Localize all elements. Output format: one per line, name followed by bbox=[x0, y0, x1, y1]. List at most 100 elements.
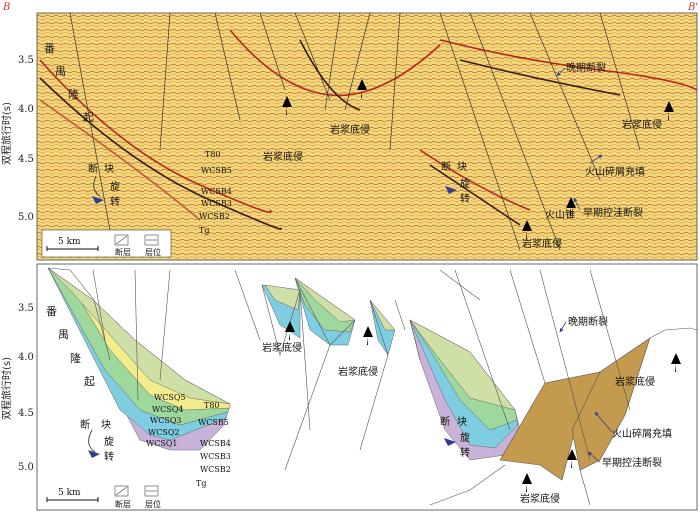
svg-text:块: 块 bbox=[104, 163, 114, 175]
volcanic-blocks bbox=[499, 337, 651, 481]
svg-text:起: 起 bbox=[83, 111, 94, 124]
svg-text:块: 块 bbox=[101, 419, 111, 431]
svg-text:岩浆底侵: 岩浆底侵 bbox=[330, 123, 370, 136]
svg-text:岩浆底侵: 岩浆底侵 bbox=[262, 341, 302, 354]
svg-text:火山碎屑充填: 火山碎屑充填 bbox=[612, 427, 672, 440]
rotation-arc-icon bbox=[93, 175, 101, 197]
svg-text:层位: 层位 bbox=[145, 499, 161, 509]
svg-text:断层: 断层 bbox=[115, 499, 131, 509]
svg-text:WCSQ2: WCSQ2 bbox=[148, 428, 179, 437]
top-panel: 3.5 4.0 4.5 5.0 双程旅行时(s) 番 禺 隆 起 T80 WCS… bbox=[0, 12, 698, 261]
svg-text:番: 番 bbox=[46, 305, 57, 318]
svg-text:断: 断 bbox=[88, 162, 98, 175]
bottom-side-label: 番 禺 隆 起 bbox=[46, 305, 95, 388]
svg-text:断: 断 bbox=[441, 160, 451, 173]
top-block-rotation-right: 断 块 旋 转 bbox=[441, 160, 470, 205]
svg-text:WCSQ1: WCSQ1 bbox=[146, 439, 177, 448]
up-arrow-icon bbox=[357, 79, 367, 98]
bottom-pointer-arrows bbox=[559, 321, 613, 463]
rotation-arrow-icon bbox=[445, 186, 457, 194]
svg-text:隆: 隆 bbox=[68, 87, 79, 101]
scale-bar-label: 5 km bbox=[58, 237, 81, 247]
svg-text:旋: 旋 bbox=[460, 431, 470, 444]
pointer-arrow-icon bbox=[573, 197, 581, 211]
bottom-magma-arrows bbox=[285, 321, 681, 492]
rotation-arc-icon bbox=[88, 429, 96, 453]
svg-text:断: 断 bbox=[440, 415, 450, 428]
svg-text:WCSQ3: WCSQ3 bbox=[150, 416, 181, 425]
right-basin bbox=[409, 319, 521, 461]
top-magma-labels: 岩浆底侵 岩浆底侵 岩浆底侵 岩浆底侵 晚期断裂 火山碎屑充填 火山锥 早期控洼… bbox=[263, 61, 662, 250]
scale-bar-label: 5 km bbox=[58, 488, 81, 498]
top-pointer-arrows bbox=[556, 67, 603, 211]
top-horizon-labels: T80 WCSB5 WCSB4 WCSB3 WCSB2 Tg bbox=[199, 150, 232, 235]
svg-text:Tg: Tg bbox=[196, 479, 206, 488]
seismic-section bbox=[36, 12, 698, 261]
rotation-arrow-icon bbox=[444, 438, 456, 446]
top-y-ticks: 3.5 4.0 4.5 5.0 bbox=[18, 55, 34, 223]
corner-label-left: B bbox=[2, 2, 10, 13]
svg-text:T80: T80 bbox=[204, 401, 220, 410]
svg-text:岩浆底侵: 岩浆底侵 bbox=[622, 118, 662, 131]
top-block-rotation-left: 断 块 旋 转 bbox=[88, 162, 120, 208]
bottom-text-labels: 岩浆底侵 岩浆底侵 岩浆底侵 岩浆底侵 晚期断裂 火山碎屑充填 早期控洼断裂 bbox=[262, 315, 672, 505]
svg-text:WCSQ4: WCSQ4 bbox=[152, 405, 183, 414]
svg-text:转: 转 bbox=[110, 195, 120, 208]
svg-text:早期控洼断裂: 早期控洼断裂 bbox=[583, 206, 643, 219]
bottom-faults bbox=[47, 267, 698, 506]
up-arrow-icon bbox=[522, 220, 532, 239]
svg-text:隆: 隆 bbox=[70, 351, 81, 365]
svg-text:岩浆底侵: 岩浆底侵 bbox=[338, 365, 378, 378]
svg-text:WCSB5: WCSB5 bbox=[198, 418, 229, 427]
bottom-panel: 3.5 4.0 4.5 5.0 双程旅行时(s) bbox=[0, 263, 698, 511]
svg-text:WCSQ5: WCSQ5 bbox=[154, 393, 185, 402]
seismic-reflectors bbox=[39, 29, 698, 230]
corner-label-right: B' bbox=[687, 2, 698, 13]
seismic-faults bbox=[69, 12, 641, 251]
bottom-block-rotation-right: 断 块 旋 转 bbox=[440, 415, 470, 459]
svg-text:WCSB4: WCSB4 bbox=[201, 187, 232, 196]
svg-text:4.5: 4.5 bbox=[18, 408, 34, 419]
up-arrow-icon bbox=[566, 197, 576, 216]
svg-text:旋: 旋 bbox=[110, 180, 120, 193]
bottom-y-axis-label: 双程旅行时(s) bbox=[0, 357, 13, 420]
svg-text:块: 块 bbox=[457, 416, 467, 428]
sequence-labels: WCSQ5 WCSQ4 WCSQ3 WCSQ2 WCSQ1 bbox=[146, 393, 185, 448]
bottom-block-rotation-left: 断 块 旋 转 bbox=[80, 418, 114, 463]
svg-text:WCSB4: WCSB4 bbox=[200, 439, 231, 448]
svg-text:5.0: 5.0 bbox=[18, 462, 34, 473]
up-arrow-icon bbox=[522, 473, 532, 492]
svg-text:旋: 旋 bbox=[104, 435, 114, 448]
tick-label: 5.0 bbox=[18, 212, 34, 223]
svg-text:3.5: 3.5 bbox=[18, 303, 34, 314]
up-arrow-icon bbox=[282, 96, 292, 115]
pointer-arrow-icon bbox=[556, 67, 566, 77]
svg-text:岩浆底侵: 岩浆底侵 bbox=[522, 237, 562, 250]
tick-label: 3.5 bbox=[18, 55, 34, 66]
svg-text:岩浆底侵: 岩浆底侵 bbox=[520, 492, 560, 505]
top-side-label: 番 禺 隆 起 bbox=[44, 42, 94, 124]
bottom-legend: 5 km 断层 层位 bbox=[46, 485, 161, 509]
up-arrow-icon bbox=[285, 321, 295, 340]
rotation-arrow-icon bbox=[92, 196, 104, 204]
svg-text:转: 转 bbox=[460, 192, 470, 205]
svg-text:早期控洼断裂: 早期控洼断裂 bbox=[602, 456, 662, 469]
svg-text:岩浆底侵: 岩浆底侵 bbox=[615, 375, 655, 388]
svg-text:岩浆底侵: 岩浆底侵 bbox=[263, 150, 303, 163]
middle-wedges bbox=[261, 277, 396, 356]
svg-text:Tg: Tg bbox=[199, 226, 209, 235]
up-arrow-icon bbox=[567, 449, 577, 468]
bottom-y-ticks: 3.5 4.0 4.5 5.0 bbox=[18, 303, 34, 473]
rotation-arrow-icon bbox=[88, 450, 100, 458]
svg-text:WCSB2: WCSB2 bbox=[199, 212, 230, 221]
pointer-arrow-icon bbox=[587, 451, 601, 463]
top-y-axis-label: 双程旅行时(s) bbox=[0, 102, 13, 165]
svg-text:禺: 禺 bbox=[58, 328, 69, 341]
svg-text:断层: 断层 bbox=[115, 247, 131, 257]
up-arrow-icon bbox=[671, 353, 681, 372]
top-legend: 5 km 断层 层位 bbox=[41, 229, 172, 258]
bottom-horizon-labels: T80 WCSB5 WCSB4 WCSB3 WCSB2 Tg bbox=[196, 401, 231, 488]
top-magma-arrows bbox=[282, 79, 674, 239]
svg-text:晚期断裂: 晚期断裂 bbox=[568, 315, 608, 328]
